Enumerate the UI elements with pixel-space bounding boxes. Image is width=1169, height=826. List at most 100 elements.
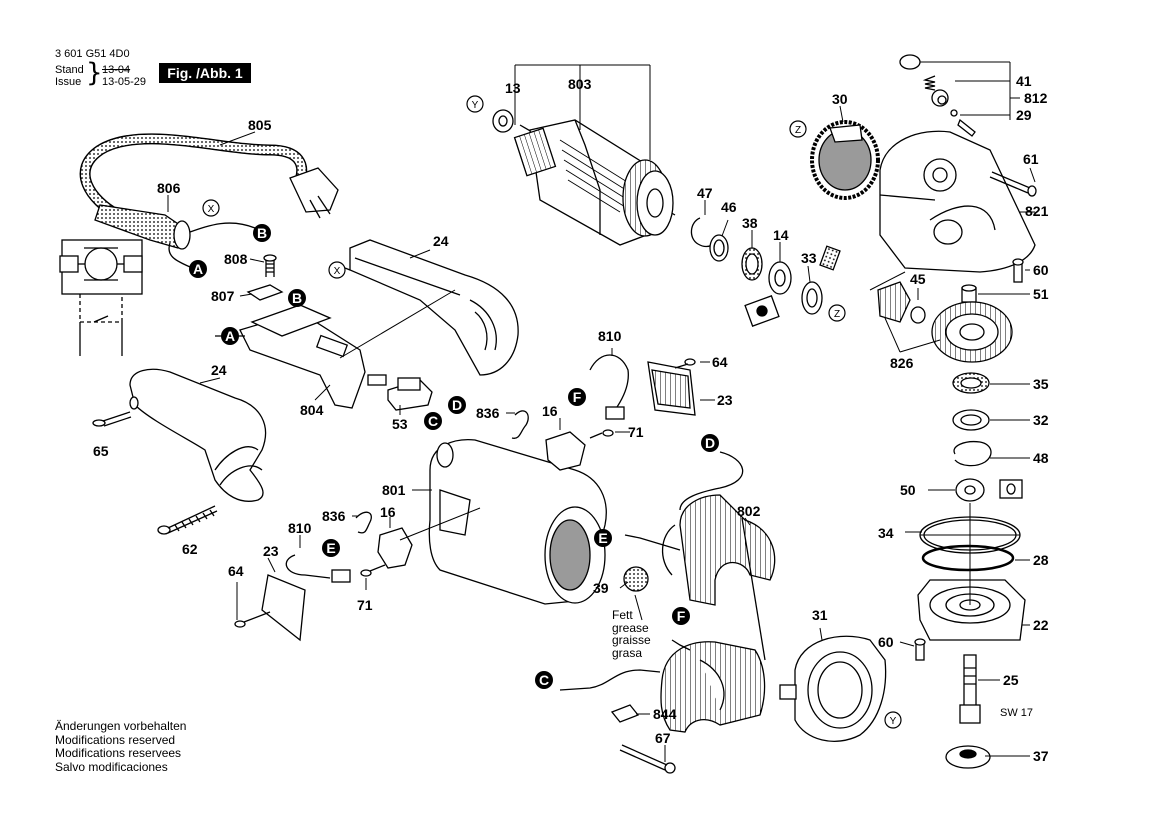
washer-46 [709,234,729,262]
brush-wire-810a [589,354,629,420]
grease-container-39 [623,566,649,592]
note-line: Salvo modificaciones [55,759,168,774]
note-line: Modifications reservees [55,746,182,760]
label-62: 62 [182,541,198,557]
label-71-bottom: 71 [357,597,373,613]
brush-836b [355,511,372,534]
screw-60-top [1012,258,1024,283]
label-16-top: 16 [542,403,558,419]
label-35: 35 [1033,376,1049,392]
label-804: 804 [300,402,324,418]
label-41: 41 [1016,73,1032,89]
spring-41 [922,75,936,91]
svg-text:Y: Y [890,716,897,727]
label-25: 25 [1003,672,1019,688]
label-30: 30 [832,91,848,107]
pin-sleeve [931,89,949,107]
pinion-45 [877,281,926,324]
label-802: 802 [737,503,761,519]
callout-X-2 [328,261,346,279]
callout-F-2: F [672,607,690,625]
auxiliary-handle [129,368,267,502]
gear-30 [810,120,880,200]
svg-text:E: E [326,540,335,556]
callout-Y-1 [466,95,484,113]
washer-32 [952,409,990,431]
brush-holder-16b [377,527,413,569]
cable-sleeve [94,204,191,250]
callout-E-1: E [322,539,340,557]
screw-65 [92,411,132,427]
stator-802 [661,494,776,606]
callout-B-1: B [253,224,271,242]
callout-A-2: A [221,327,239,345]
brush-holder-53 [367,374,433,411]
screw-71a [589,429,614,439]
screw-71b [360,564,386,577]
brush-wire-810b [285,554,351,583]
lock-pin [957,118,976,137]
brace-symbol: } [86,58,103,88]
svg-text:Z: Z [795,125,801,136]
stand-date: 13-04 [102,64,131,76]
label-71-top: 71 [628,424,644,440]
callout-Z-1 [789,120,807,138]
callout-C-1: C [424,412,442,430]
svg-text:D: D [452,397,462,413]
svg-text:D: D [705,435,715,451]
label-23-top: 23 [717,392,733,408]
wrench-size-label: SW 17 [1000,707,1033,719]
figure-label: Fig. /Abb. 1 [159,63,251,83]
bearing-flange-22 [917,579,1026,641]
label-45: 45 [910,271,926,287]
switch-assembly [215,304,366,409]
label-806: 806 [157,180,181,196]
svg-text:A: A [193,261,203,277]
label-836-bottom: 836 [322,508,346,524]
screw-64b [234,611,271,628]
label-821: 821 [1025,203,1049,219]
label-60-top: 60 [1033,262,1049,278]
callout-B-2: B [288,289,306,307]
callout-X-1 [202,199,220,217]
label-65: 65 [93,443,109,459]
label-14: 14 [773,227,789,243]
label-32: 32 [1033,412,1049,428]
label-826: 826 [890,355,914,371]
label-23-bottom: 23 [263,543,279,559]
callout-D-2: D [701,434,719,452]
label-38: 38 [742,215,758,231]
wiring-schematic [59,239,143,356]
label-31: 31 [812,607,828,623]
label-67: 67 [655,730,671,746]
label-812: 812 [1024,90,1048,106]
grease-pack-icon [819,245,841,271]
label-810-bottom: 810 [288,520,312,536]
grease-note: Fett grease graisse grasa [612,608,651,660]
screw-61 [989,171,1037,197]
switch-plate-807 [246,284,284,301]
label-16-bottom: 16 [380,504,396,520]
seal-28 [921,544,1015,572]
svg-text:A: A [225,328,235,344]
screw-64a [674,358,696,369]
label-807: 807 [211,288,235,304]
label-836-top: 836 [476,405,500,421]
bearing-14 [768,261,792,295]
callout-F-1: F [568,388,586,406]
svg-text:E: E [598,530,607,546]
retaining-ring-48 [953,440,992,467]
bearing-50 [955,478,985,502]
label-844: 844 [653,706,677,722]
label-39: 39 [593,580,609,596]
terminal-844 [610,704,640,723]
stand-label: Stand [55,64,84,76]
brush-cap-23b [261,574,306,642]
part-number-labels: 805 806 808 807 24 804 24 65 62 53 803 1… [93,73,1049,764]
note-line: Änderungen vorbehalten [55,719,187,733]
screw-67 [619,744,676,774]
armature [513,119,676,246]
issue-date: 13-05-29 [102,76,147,88]
